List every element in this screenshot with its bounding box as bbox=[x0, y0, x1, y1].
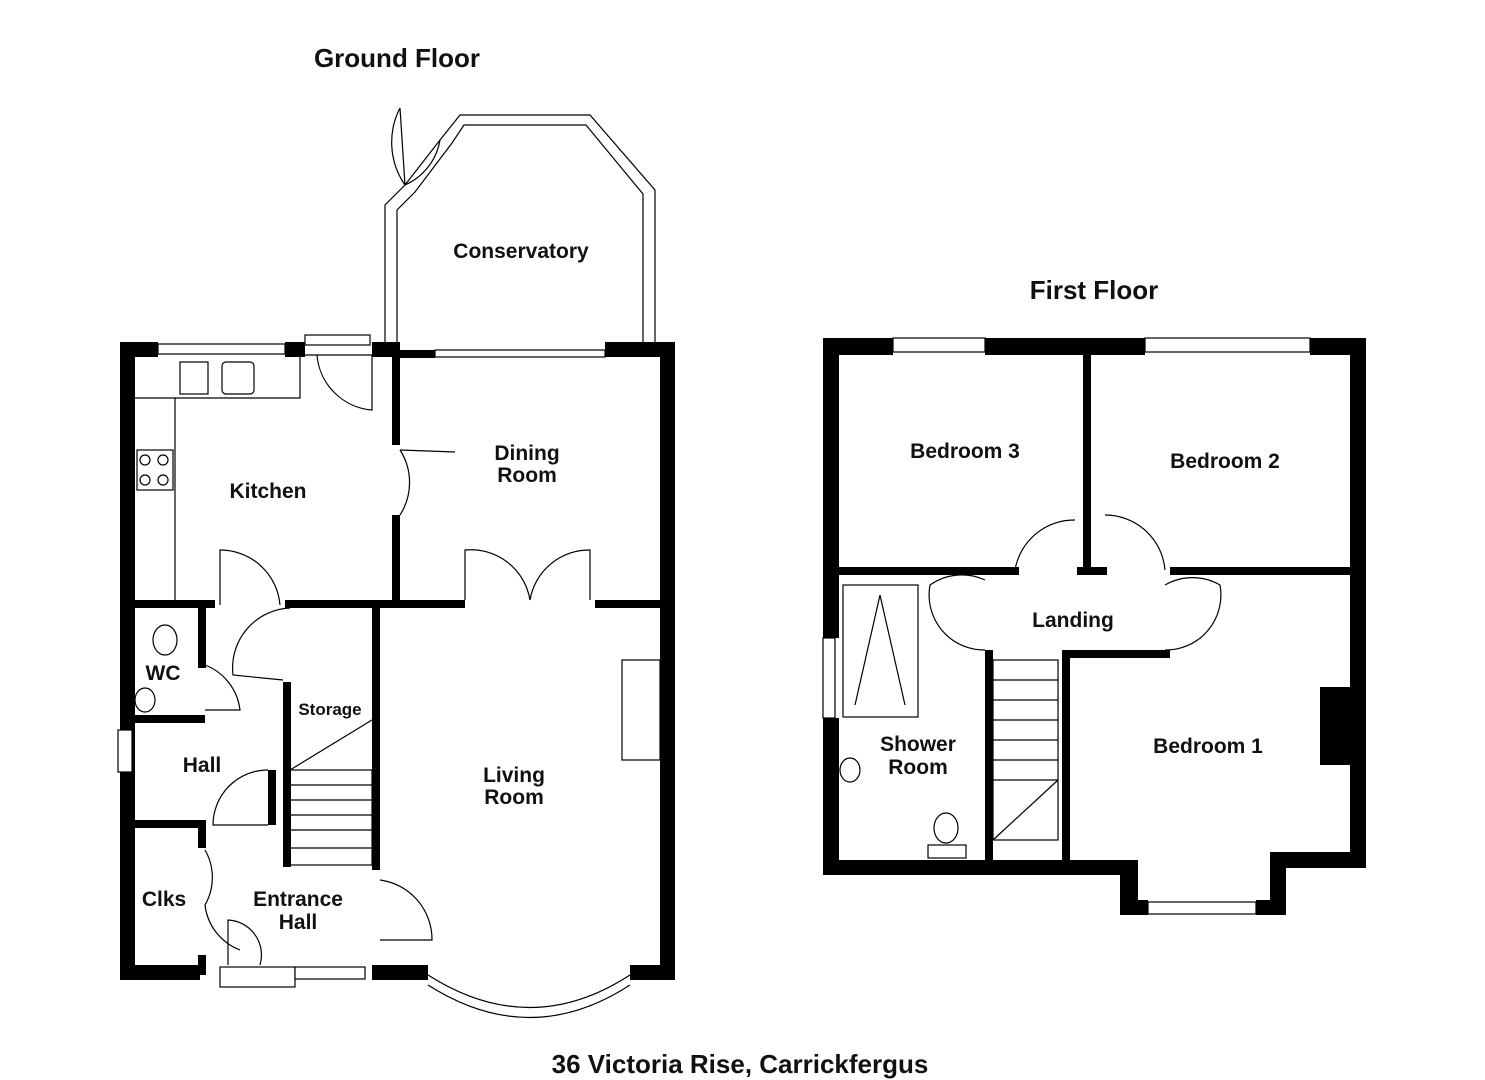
first-floor-title: First Floor bbox=[1030, 275, 1159, 305]
living-room-label-line2: Room bbox=[484, 786, 544, 809]
first-floor-plan: Bedroom 3 Bedroom 2 Landing Shower Room … bbox=[822, 337, 1366, 915]
entrance-hall-label-line2: Hall bbox=[279, 911, 318, 934]
hall-label: Hall bbox=[183, 754, 222, 777]
living-room-label-line1: Living bbox=[483, 764, 545, 787]
bedroom2-label: Bedroom 2 bbox=[1170, 450, 1280, 473]
first-floor-stairs bbox=[992, 659, 1059, 841]
fireplace bbox=[621, 659, 661, 761]
ground-floor-title: Ground Floor bbox=[314, 43, 480, 73]
kitchen-label: Kitchen bbox=[229, 480, 306, 503]
basin bbox=[134, 687, 156, 713]
wc-label: WC bbox=[146, 662, 181, 685]
clks-label: Clks bbox=[142, 888, 186, 911]
shower-tray bbox=[842, 584, 919, 718]
address-caption: 36 Victoria Rise, Carrickfergus bbox=[552, 1049, 929, 1079]
ground-floor-plan: Conservatory Kitchen Dining Room WC Stor… bbox=[117, 107, 675, 1019]
landing-label: Landing bbox=[1032, 609, 1114, 632]
shower-room-label-line2: Room bbox=[888, 756, 948, 779]
conservatory-label: Conservatory bbox=[453, 240, 589, 263]
entrance-hall-label-line1: Entrance bbox=[253, 888, 343, 911]
bedroom3-label: Bedroom 3 bbox=[910, 440, 1020, 463]
dining-room-label-line1: Dining bbox=[494, 442, 559, 465]
basin bbox=[839, 757, 861, 783]
toilet bbox=[933, 812, 959, 844]
shower-room-label-line1: Shower bbox=[880, 733, 956, 756]
stairs bbox=[289, 719, 373, 866]
dining-room-label-line2: Room bbox=[497, 464, 557, 487]
bedroom1-label: Bedroom 1 bbox=[1153, 735, 1263, 758]
kitchen-units bbox=[135, 357, 301, 600]
toilet bbox=[152, 624, 178, 656]
conservatory-glazing bbox=[384, 107, 656, 342]
storage-label: Storage bbox=[298, 700, 361, 719]
